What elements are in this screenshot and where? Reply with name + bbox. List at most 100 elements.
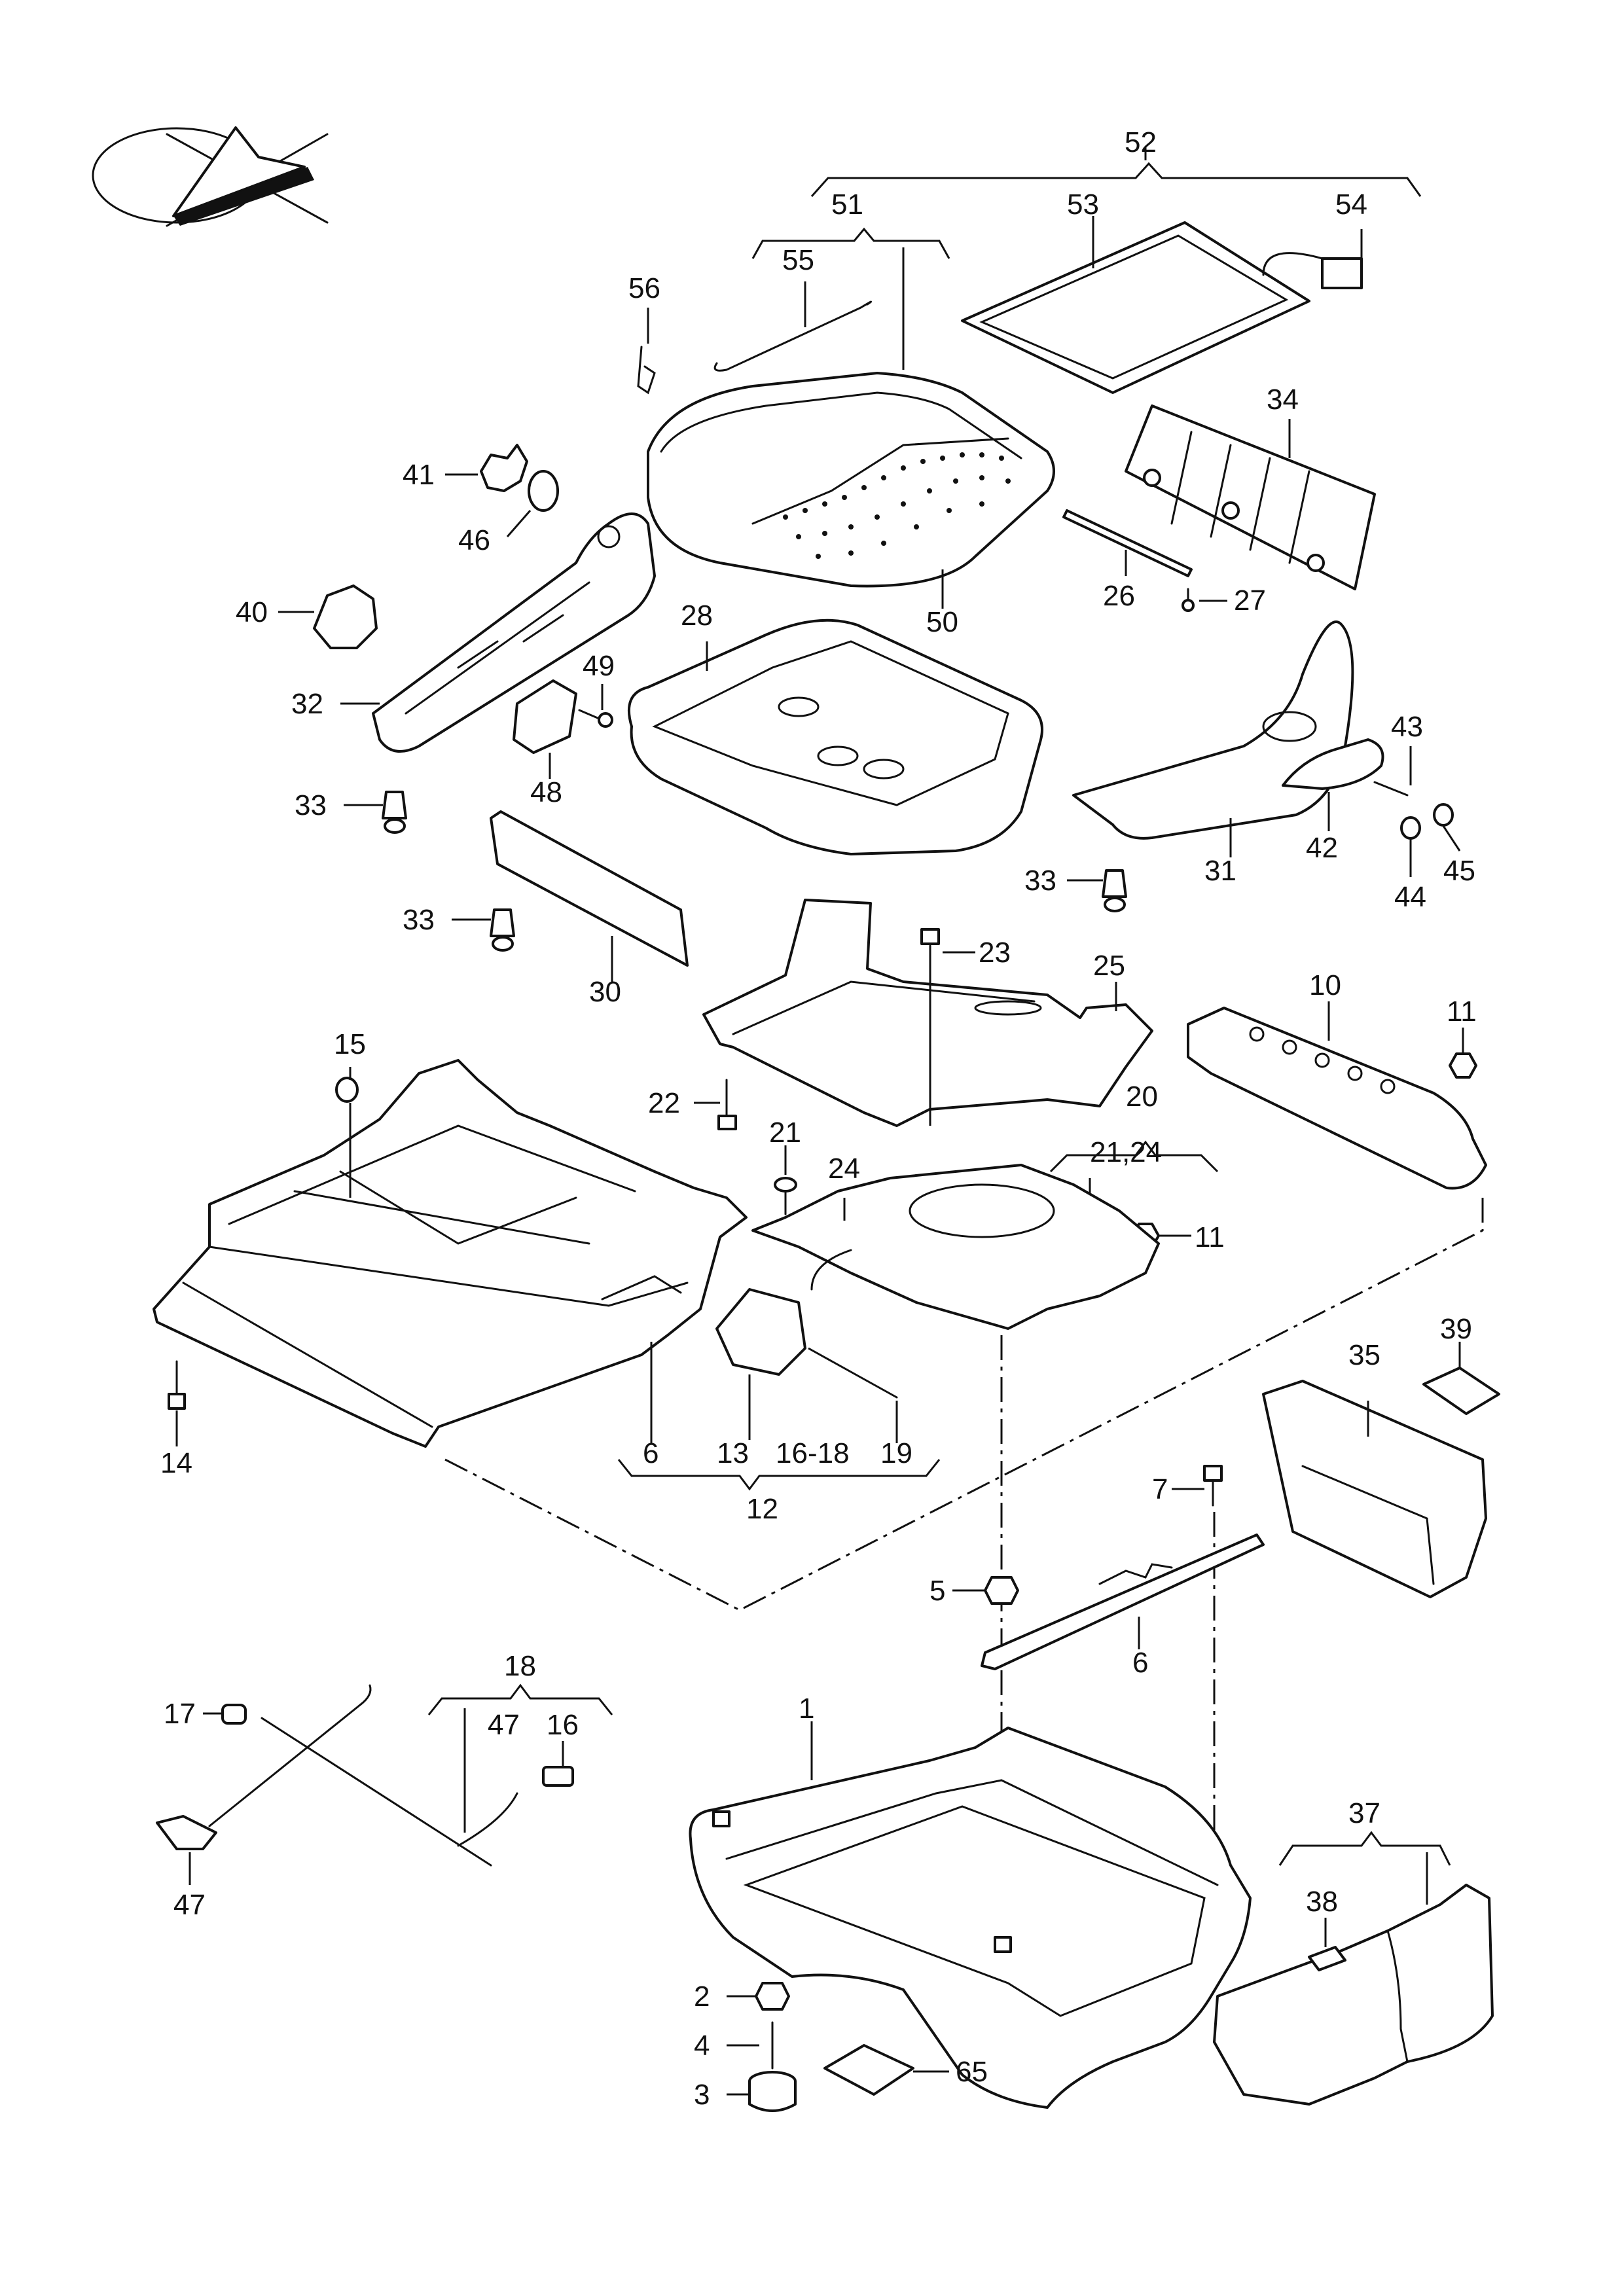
- part-54-connector: [1262, 229, 1363, 289]
- label-2: 2: [694, 1981, 710, 2013]
- label-55: 55: [782, 244, 814, 276]
- label-30: 30: [589, 976, 621, 1008]
- part-46-washer: [506, 470, 559, 537]
- label-33b: 33: [403, 904, 435, 936]
- label-19: 19: [880, 1437, 912, 1469]
- part-3-foot: [727, 2071, 797, 2112]
- label-49: 49: [583, 650, 615, 682]
- part-25-upper-frame: [702, 899, 1153, 1127]
- label-56: 56: [628, 272, 660, 304]
- part-48-module: [513, 679, 577, 779]
- label-6a: 6: [643, 1437, 659, 1469]
- part-26-bracket: [1062, 509, 1193, 577]
- part-49-screw: [578, 684, 613, 728]
- part-30-cover-plate: [490, 810, 689, 982]
- part-24-adjuster: [751, 1164, 1160, 1330]
- label-26: 26: [1103, 580, 1135, 612]
- label-3: 3: [694, 2079, 710, 2111]
- part-4-stud: [727, 2021, 774, 2070]
- label-53: 53: [1067, 188, 1099, 221]
- part-1-seat-base: [689, 1721, 1252, 2109]
- label-47b: 47: [173, 1889, 206, 1921]
- label-5: 5: [929, 1575, 945, 1607]
- label-4: 4: [694, 2030, 710, 2062]
- label-37: 37: [1348, 1797, 1380, 1829]
- label-41: 41: [403, 459, 435, 491]
- part-65-pad: [823, 2044, 949, 2096]
- part-38-clip: [1308, 1918, 1346, 1971]
- part-40-knob: [278, 584, 378, 649]
- label-25: 25: [1093, 950, 1125, 982]
- label-15: 15: [334, 1028, 366, 1060]
- label-65: 65: [956, 2056, 988, 2088]
- label-28: 28: [681, 600, 713, 632]
- label-54: 54: [1335, 188, 1367, 221]
- label-20: 20: [1126, 1081, 1158, 1113]
- label-33c: 33: [1024, 865, 1056, 897]
- label-16: 16: [547, 1709, 579, 1741]
- part-31-side-trim: [1072, 620, 1354, 857]
- callout-labels: 52 51 53 54 55 56 34 41 46 26 27 40 28 5…: [160, 126, 1477, 2111]
- label-48: 48: [530, 776, 562, 808]
- part-27-screw: [1182, 588, 1227, 612]
- part-6-rail: [981, 1534, 1265, 1670]
- part-35-storage-box: [1262, 1380, 1487, 1598]
- part-41-knob: [445, 444, 528, 492]
- label-23: 23: [979, 937, 1011, 969]
- label-22: 22: [648, 1087, 680, 1119]
- label-43: 43: [1391, 711, 1423, 743]
- part-6-seat-frame: [153, 1059, 748, 1448]
- label-18: 18: [504, 1650, 536, 1682]
- part-21-rivet: [774, 1145, 797, 1215]
- label-51: 51: [831, 188, 863, 221]
- orientation-arrow-icon: [92, 126, 329, 227]
- part-47-handle: [156, 1815, 217, 1885]
- part-7-bolt: [1172, 1465, 1223, 1507]
- label-33a: 33: [295, 789, 327, 821]
- label-27: 27: [1234, 584, 1266, 617]
- label-group-52: [810, 147, 1422, 197]
- part-37-cover: [1213, 1884, 1494, 2106]
- part-33-clip-a: [344, 791, 407, 834]
- label-11b: 11: [1195, 1221, 1225, 1253]
- part-34-trim-panel: [1125, 404, 1376, 590]
- label-group-37: [1278, 1831, 1451, 1905]
- part-55-wire: [713, 281, 873, 372]
- part-56-clip: [637, 308, 656, 395]
- label-1: 1: [799, 1693, 814, 1725]
- label-14: 14: [160, 1447, 192, 1479]
- part-13-motor: [715, 1288, 806, 1440]
- part-14-bolt: [168, 1360, 186, 1446]
- label-17: 17: [164, 1698, 196, 1730]
- part-33-clip-c: [1067, 869, 1127, 912]
- part-45-cap: [1433, 803, 1461, 852]
- part-11-nut-a: [1449, 1028, 1477, 1079]
- label-16-18: 16-18: [776, 1437, 850, 1469]
- label-24: 24: [828, 1153, 860, 1185]
- label-7: 7: [1152, 1473, 1168, 1505]
- part-19-screw: [808, 1347, 898, 1443]
- part-18-cable: [208, 1684, 518, 1867]
- label-32: 32: [291, 688, 323, 720]
- part-50-seat-cushion: [647, 372, 1055, 609]
- part-10-cover: [1187, 1001, 1487, 1190]
- label-group-18: [427, 1683, 613, 1833]
- label-6b: 6: [1132, 1647, 1148, 1679]
- label-38: 38: [1306, 1886, 1338, 1918]
- label-21: 21: [769, 1117, 801, 1149]
- part-39-label: [1422, 1342, 1500, 1415]
- part-5-nut: [952, 1576, 1019, 1605]
- label-35: 35: [1348, 1339, 1380, 1371]
- part-15-clip: [335, 1067, 359, 1198]
- part-2-nut: [727, 1982, 790, 2011]
- label-13: 13: [717, 1437, 749, 1469]
- part-32-side-bracket: [340, 512, 656, 753]
- label-11a: 11: [1447, 996, 1477, 1028]
- label-group-12: [617, 1459, 941, 1491]
- label-12: 12: [746, 1493, 778, 1525]
- label-21-24: 21,24: [1090, 1136, 1162, 1168]
- part-23-bolt: [920, 928, 975, 1126]
- label-40: 40: [236, 596, 268, 628]
- label-50: 50: [926, 606, 958, 638]
